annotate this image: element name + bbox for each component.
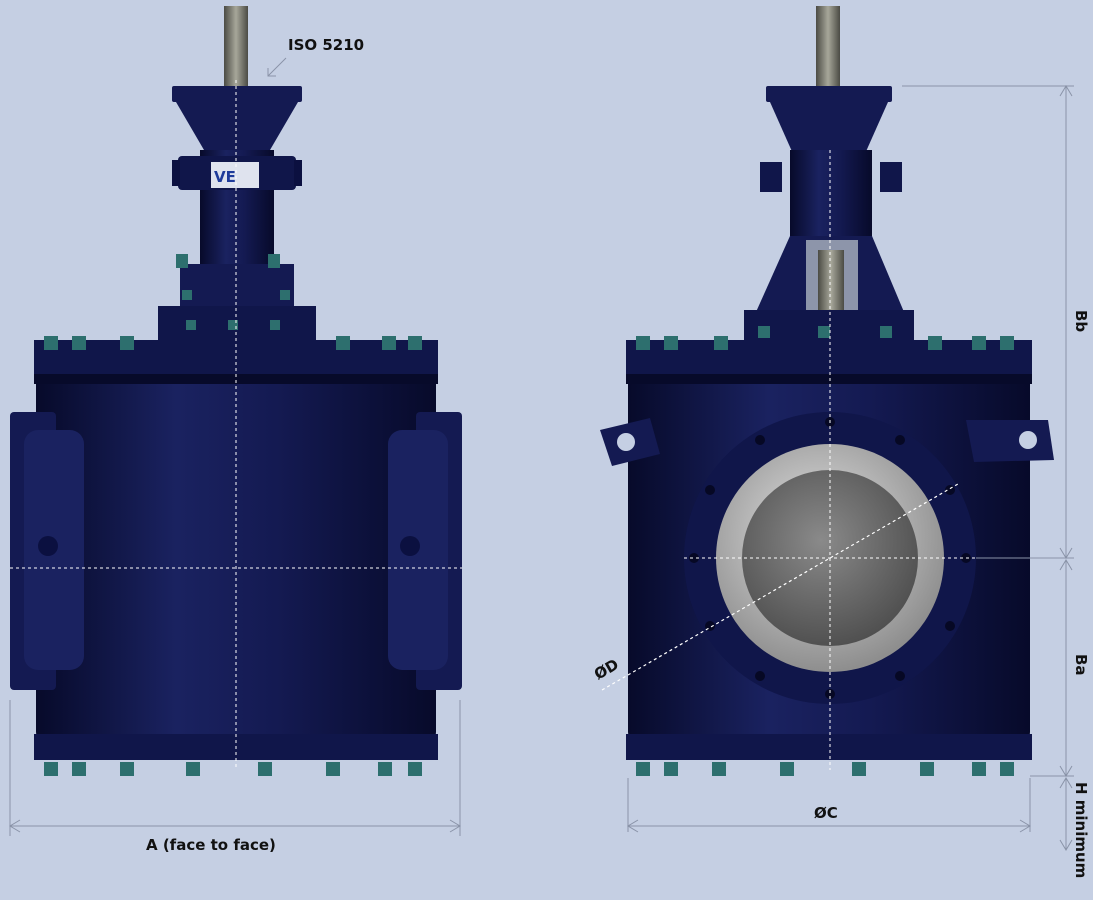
valve-side-view	[600, 6, 1054, 776]
label-a: A (face to face)	[146, 836, 276, 854]
iso-leader	[267, 57, 287, 77]
label-ba: Ba	[1072, 654, 1090, 676]
valve-body-front	[36, 340, 436, 742]
actuator-flange-front	[172, 86, 302, 102]
nameplate-text: VE	[214, 168, 236, 186]
stem-front	[224, 6, 248, 90]
bonnet-bolts-front	[176, 254, 290, 330]
top-bolts-side	[636, 326, 1014, 350]
dimension-vertical	[902, 85, 1074, 851]
label-hmin: H minimum	[1072, 782, 1090, 878]
lifting-lug-right	[966, 420, 1054, 462]
top-bolts-front	[44, 336, 422, 350]
label-od: ØD	[591, 655, 622, 683]
valve-front-view: VE	[10, 6, 462, 776]
label-bb: Bb	[1072, 310, 1090, 332]
label-oc: ØC	[814, 804, 838, 822]
dimension-a	[9, 700, 461, 836]
diameter-d-line	[601, 483, 959, 691]
stem-side	[816, 6, 840, 90]
label-iso: ISO 5210	[288, 36, 364, 54]
nameplate	[211, 162, 259, 188]
actuator-flange-side	[766, 86, 892, 102]
bottom-bolts-front	[44, 762, 422, 776]
dimension-oc	[627, 778, 1031, 833]
bottom-bolts-side	[636, 762, 1014, 776]
